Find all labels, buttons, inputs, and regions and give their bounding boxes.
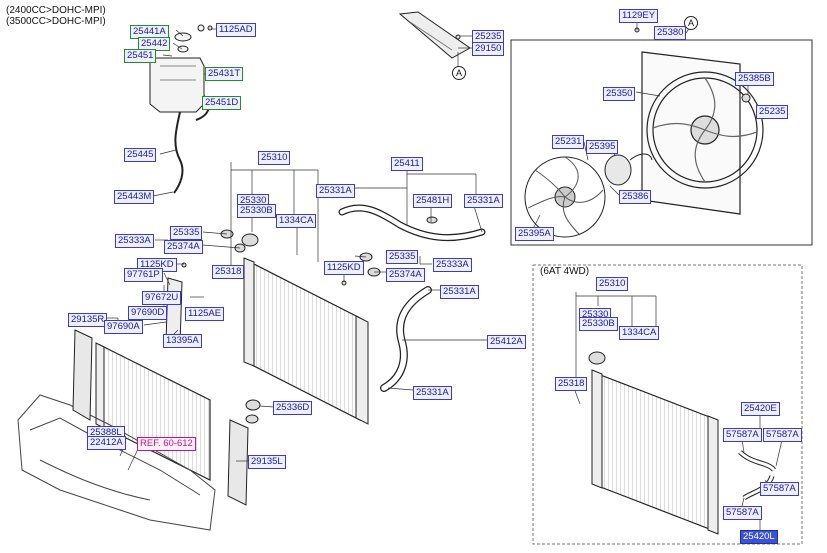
part-label[interactable]: 25331A bbox=[440, 285, 479, 299]
engine-variant-2400: (2400CC>DOHC-MPI) bbox=[6, 5, 106, 16]
part-label-selected[interactable]: 25420L bbox=[740, 530, 778, 544]
part-label[interactable]: 25451D bbox=[202, 96, 242, 110]
cooling-fan bbox=[524, 156, 606, 238]
part-label[interactable]: 25331A bbox=[316, 184, 355, 198]
part-label[interactable]: 57587A bbox=[760, 482, 799, 496]
main-radiator bbox=[241, 233, 369, 425]
part-label[interactable]: 13395A bbox=[163, 334, 202, 348]
part-label[interactable]: 25335 bbox=[386, 250, 419, 264]
part-label[interactable]: 25380 bbox=[654, 26, 687, 40]
part-label[interactable]: 29135R bbox=[68, 313, 108, 327]
part-label[interactable]: 25310 bbox=[596, 277, 629, 291]
part-label[interactable]: 25431T bbox=[205, 67, 244, 81]
part-label[interactable]: 1125AE bbox=[185, 307, 225, 321]
part-label[interactable]: 25310 bbox=[258, 151, 291, 165]
part-label[interactable]: 25386 bbox=[619, 190, 652, 204]
overflow-hose bbox=[173, 111, 184, 194]
coolant-reservoir bbox=[149, 24, 205, 113]
awd-section-label: (6AT 4WD) bbox=[538, 266, 592, 277]
part-label[interactable]: 25445 bbox=[124, 148, 157, 162]
fan-group-frame bbox=[510, 39, 813, 246]
part-label[interactable]: 25318 bbox=[555, 377, 588, 391]
fan-shroud bbox=[641, 51, 764, 215]
part-label[interactable]: 25451 bbox=[124, 49, 157, 63]
part-label[interactable]: 25335 bbox=[170, 226, 203, 240]
upper-radiator-hose bbox=[338, 204, 486, 242]
reference-link[interactable]: REF. 60-612 bbox=[137, 437, 196, 451]
part-label[interactable]: 97690D bbox=[128, 306, 168, 320]
part-label[interactable]: 57587A bbox=[763, 428, 802, 442]
part-label[interactable]: 29150 bbox=[472, 42, 505, 56]
part-label[interactable]: 25333A bbox=[115, 234, 154, 248]
part-label[interactable]: 97690A bbox=[104, 320, 143, 334]
part-label[interactable]: 25331A bbox=[413, 386, 452, 400]
ref-marker-a-right: A bbox=[684, 16, 698, 30]
part-label[interactable]: 1125KD bbox=[324, 261, 364, 275]
part-label[interactable]: 97761P bbox=[124, 268, 163, 282]
part-label[interactable]: 25374A bbox=[164, 240, 203, 254]
part-label[interactable]: 1125AD bbox=[216, 23, 256, 37]
part-label[interactable]: 1334CA bbox=[619, 326, 660, 340]
part-label[interactable]: 25420E bbox=[741, 402, 780, 416]
part-label[interactable]: 25235 bbox=[756, 105, 789, 119]
part-label[interactable]: 97672U bbox=[142, 291, 182, 305]
part-label[interactable]: 25333A bbox=[433, 258, 472, 272]
air-guard-left bbox=[227, 419, 249, 506]
part-label[interactable]: 25443M bbox=[114, 190, 155, 204]
part-label[interactable]: 25231 bbox=[552, 135, 585, 149]
part-label[interactable]: 25350 bbox=[603, 87, 636, 101]
part-label[interactable]: 25330B bbox=[237, 204, 276, 218]
part-label[interactable]: 25412A bbox=[487, 335, 526, 349]
part-label[interactable]: 25481H bbox=[413, 194, 453, 208]
fan-motor bbox=[604, 153, 653, 186]
awd-group-frame bbox=[532, 264, 803, 545]
part-label[interactable]: 25395 bbox=[586, 140, 619, 154]
engine-variant-3500: (3500CC>DOHC-MPI) bbox=[6, 16, 106, 27]
part-label[interactable]: 25411 bbox=[391, 157, 423, 171]
part-label[interactable]: 25318 bbox=[212, 265, 245, 279]
part-label[interactable]: 25385B bbox=[735, 72, 774, 86]
part-label[interactable]: 1129EY bbox=[619, 9, 659, 23]
part-label[interactable]: 25331A bbox=[464, 194, 503, 208]
awd-radiator bbox=[588, 351, 719, 535]
part-label[interactable]: 22412A bbox=[87, 436, 126, 450]
part-label[interactable]: 25330B bbox=[579, 317, 618, 331]
part-label[interactable]: 25374A bbox=[386, 268, 425, 282]
part-label[interactable]: 25336D bbox=[273, 401, 313, 415]
part-label[interactable]: 25395A bbox=[515, 227, 554, 241]
lower-radiator-hose bbox=[380, 286, 432, 392]
air-guard-right bbox=[72, 329, 93, 421]
ac-condenser bbox=[95, 342, 211, 481]
ref-marker-a-left: A bbox=[452, 66, 466, 80]
part-label[interactable]: 1334CA bbox=[276, 214, 317, 228]
part-label[interactable]: 57587A bbox=[723, 428, 762, 442]
part-label[interactable]: 29135L bbox=[248, 455, 286, 469]
part-label[interactable]: 57587A bbox=[723, 506, 762, 520]
